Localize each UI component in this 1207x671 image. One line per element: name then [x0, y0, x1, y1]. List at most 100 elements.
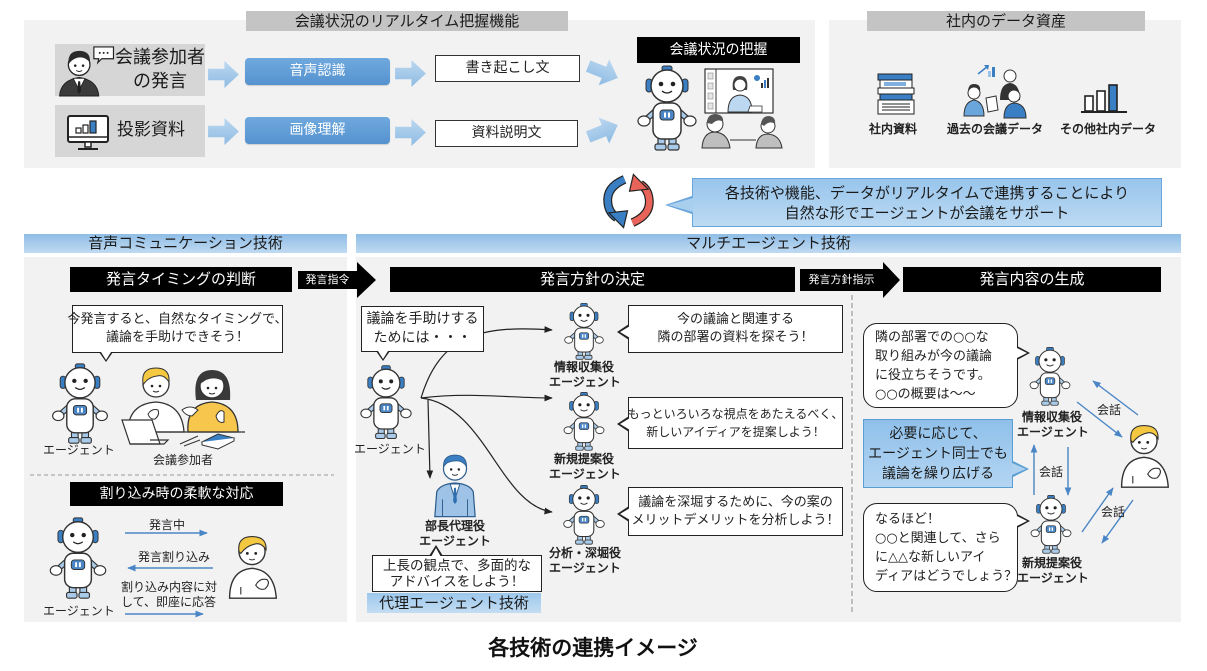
- process-image-understanding: 画像理解: [245, 117, 390, 144]
- policy-decision-title: 発言方針の決定: [390, 267, 795, 292]
- source-label-line: 会議参加者: [115, 47, 205, 68]
- black-arrow-shape: [298, 262, 376, 298]
- bubble-line: メリットデメリットを分析しよう！: [631, 512, 840, 528]
- robot-agent-icon: [1027, 346, 1073, 408]
- speech-timing-title: 発言タイミングの判断: [70, 267, 292, 292]
- flow-label-interrupt: 発言割り込み: [134, 550, 214, 565]
- bubble-line: ためには・・・: [373, 330, 472, 346]
- multi-agent-header: マルチエージェント技術: [356, 234, 1181, 253]
- robot-agent-icon: [560, 484, 608, 547]
- flow-label-line: 割り込み内容に対: [121, 580, 218, 594]
- speech-line: ディアはどうでしょう？: [875, 568, 1018, 584]
- proposal-agent-role-label: 新規提案役 エージェント: [549, 452, 621, 482]
- output-slide-description: 資料説明文: [435, 120, 578, 147]
- bubble-line: 新しいアイディアを提案しよう！: [646, 425, 825, 439]
- speech-line: に役立ちそうです。: [875, 367, 991, 383]
- bubble-line: 隣の部署の資料を探そう！: [657, 330, 814, 345]
- bar-chart-icon: [1081, 84, 1127, 113]
- source-label-slides: 投影資料: [117, 119, 185, 141]
- bubble-line: 今の議論と関連する: [676, 312, 794, 327]
- manager-proxy-agent-icon: [434, 454, 476, 518]
- proposal-agent-speech-bubble: なるほど！ ○○と関連して、さら に△△な新しいアイ ディアはどうでしょう？: [863, 503, 1030, 592]
- source-label-line: の発言: [133, 71, 187, 92]
- asset-label-internal-docs: 社内資料: [868, 122, 917, 136]
- process-speech-recognition: 音声認識: [245, 58, 390, 85]
- agent-label: エージェント: [43, 604, 115, 618]
- proposal-agent-bubble: もっといろいろな視点をあたえるべく、 新しいアイディアを提案しよう！: [617, 397, 843, 449]
- bubble-line: 議論を深堀するために、今の案の: [638, 494, 833, 510]
- policy-instruction-arrow: 発言方針指示: [800, 262, 900, 298]
- timing-speech-bubble: 今発言すると、自然なタイミングで、 議論を手助けできそう！: [68, 305, 287, 362]
- analysis-agent-role-label: 分析・深堀役 エージェント: [549, 546, 621, 576]
- flow-arrow-icon: [394, 60, 427, 87]
- analysis-agent-bubble: 議論を深堀するために、今の案の メリットデメリットを分析しよう！: [617, 487, 843, 536]
- flow-label-respond: 割り込み内容に対 して、即座に応答: [121, 580, 217, 610]
- robot-agent-icon: [48, 516, 108, 602]
- bubble-line: 議論を手助けできそう！: [105, 330, 249, 345]
- role-line: 情報収集役: [1021, 410, 1082, 424]
- role-line: エージェント: [549, 375, 621, 389]
- content-generation-title: 発言内容の生成: [903, 267, 1161, 292]
- conversation-label: 会話: [1100, 505, 1125, 519]
- speech-line: 取り組みが今の議論: [875, 348, 993, 364]
- meeting-scene-icon: [701, 68, 783, 149]
- role-line: エージェント: [419, 534, 491, 548]
- info-agent-speech-bubble: 隣の部署での○○な 取り組みが今の議論 に役立ちそうです。 ○○の概要は～～: [863, 323, 1030, 408]
- robot-agent-icon: [560, 391, 608, 453]
- role-line: エージェント: [1017, 425, 1089, 439]
- robot-agent-icon: [360, 364, 412, 442]
- meeting-grasp-label: 会議状況の把握: [637, 37, 800, 63]
- robot-agent-icon: [637, 63, 697, 155]
- flow-arrow-icon: [207, 61, 240, 88]
- robot-agent-icon: [1028, 494, 1074, 556]
- proxy-agent-role-label: 部長代理役 エージェント: [419, 519, 491, 549]
- projected-slide-monitor-icon: [67, 115, 109, 150]
- speak-command-label: 発言指令: [305, 273, 350, 286]
- role-line: 情報収集役: [553, 360, 614, 374]
- document-stack-icon: [877, 73, 915, 115]
- output-transcript: 書き起こし文: [435, 55, 580, 82]
- speech-line: なるほど！: [875, 511, 941, 527]
- meeting-participant-icon: [224, 530, 280, 602]
- sync-callout: 各技術や機能、データがリアルタイムで連携することにより 自然な形でエージェントが…: [665, 178, 1162, 227]
- role-line: エージェント: [549, 467, 621, 481]
- sync-callout-line: 自然な形でエージェントが会議をサポート: [784, 203, 1070, 222]
- source-label-line: 投影資料: [117, 120, 185, 140]
- agent-thinking-bubble: 議論を手助けする ためには・・・: [361, 306, 484, 361]
- meeting-participants-icon: [121, 367, 245, 450]
- speak-command-arrow: 発言指令: [298, 262, 376, 298]
- agent-label: エージェント: [354, 442, 426, 456]
- speech-line: ○○と関連して、さら: [875, 530, 1001, 546]
- policy-instruction-label: 発言方針指示: [808, 273, 875, 286]
- agent-label: エージェント: [43, 443, 115, 457]
- source-label-speech: 会議参加者 の発言: [113, 46, 207, 94]
- speech-line: 隣の部署での○○な: [875, 329, 989, 345]
- note-line: 議論を繰り広げる: [882, 465, 994, 482]
- flow-arrow-icon: [394, 119, 427, 146]
- voice-communication-header: 音声コミュニケーション技術: [24, 234, 347, 253]
- bubble-line: アドバイスをしよう！: [389, 573, 525, 590]
- conversation-label: 会話: [1038, 465, 1063, 479]
- info-agent-role-label: 情報収集役 エージェント: [549, 360, 621, 390]
- data-assets-title: 社内のデータ資産: [867, 11, 1145, 31]
- asset-label-past-meeting-data: 過去の会議データ: [946, 122, 1043, 136]
- role-line: 新規提案役: [1021, 556, 1082, 570]
- info-agent-role-label: 情報収集役 エージェント: [1017, 410, 1089, 440]
- flow-label-speaking: 発言中: [148, 518, 185, 532]
- bubble-line: 議論を手助けする: [366, 311, 479, 327]
- robot-agent-icon: [560, 302, 608, 362]
- diagram-caption: 各技術の連携イメージ: [488, 636, 698, 660]
- bubble-line: 上長の観点で、多面的な: [383, 557, 531, 574]
- interrupt-handling-title: 割り込み時の柔軟な対応: [70, 482, 283, 506]
- proxy-agent-bubble: 上長の観点で、多面的な アドバイスをしよう！: [372, 545, 542, 592]
- note-line: エージェント同士でも: [868, 445, 1008, 462]
- agent-discussion-note: 必要に応じて、 エージェント同士でも 議論を繰り広げる: [863, 419, 1029, 488]
- proposal-agent-role-label: 新規提案役 エージェント: [1017, 556, 1089, 586]
- conversation-label: 会話: [1096, 403, 1121, 417]
- participants-label: 会議参加者: [152, 453, 213, 467]
- proxy-agent-tech-label: 代理エージェント技術: [367, 593, 541, 613]
- note-line: 必要に応じて、: [889, 425, 987, 442]
- role-line: エージェント: [549, 561, 621, 575]
- flow-arrow-icon: [207, 118, 240, 145]
